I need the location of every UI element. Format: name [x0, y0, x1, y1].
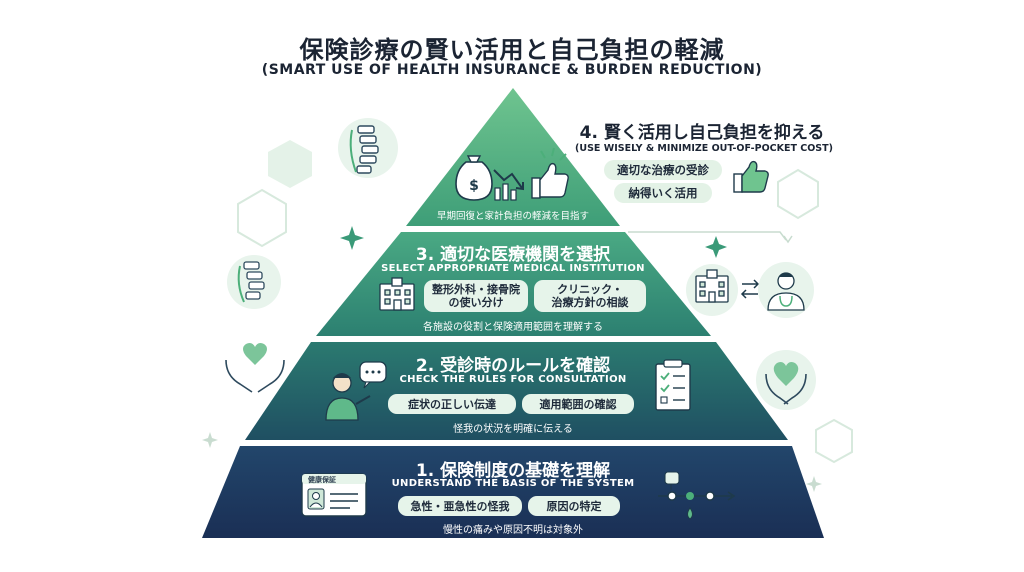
level-3-item-1: 整形外科・接骨院 の使い分け	[424, 280, 528, 312]
insurance-card-icon	[301, 473, 367, 517]
insurance-card-label: 健康保証	[308, 476, 336, 484]
spine-icon	[338, 118, 398, 178]
level-3-item-2-line-2: 治療方針の相談	[551, 296, 629, 309]
person-speaking-icon	[325, 361, 387, 421]
level-1-note: 慢性の痛みや原因不明は対象外	[443, 525, 583, 536]
level-2-title: 2. 受診時のルールを確認	[415, 356, 611, 376]
level-3-subtitle: SELECT APPROPRIATE MEDICAL INSTITUTION	[381, 263, 645, 274]
svg-text:$: $	[469, 178, 479, 194]
hospital-icon	[379, 277, 415, 311]
pyramid-level-4	[406, 88, 620, 226]
level-2-item-1: 症状の正しい伝達	[388, 394, 516, 414]
level-1-subtitle: UNDERSTAND THE BASIS OF THE SYSTEM	[391, 478, 635, 489]
level-4-subtitle: (USE WISELY & MINIMIZE OUT-OF-POCKET COS…	[575, 143, 833, 154]
heart-hands-icon	[225, 343, 285, 393]
checklist-icon	[655, 359, 691, 411]
level-2-note: 怪我の状況を明確に伝える	[453, 424, 573, 435]
level-1-item-1: 急性・亜急性の怪我	[398, 496, 522, 516]
level-1-title: 1. 保険制度の基礎を理解	[415, 461, 611, 481]
level-4-item-2: 納得いく活用	[614, 183, 712, 203]
level-3-title: 3. 適切な医療機関を選択	[415, 245, 611, 265]
timeline-icon	[658, 471, 736, 520]
level-3-item-1-line-2: の使い分け	[448, 296, 504, 309]
spine-icon	[227, 255, 281, 309]
page-title: 保険診療の賢い活用と自己負担の軽減	[299, 36, 725, 64]
thumbs-up-icon	[531, 147, 569, 199]
level-4-note: 早期回復と家計負担の軽減を目指す	[436, 211, 589, 222]
downtrend-arrow-icon	[493, 169, 524, 201]
level-1-item-2: 原因の特定	[528, 496, 620, 516]
thumbs-up-icon	[733, 160, 769, 193]
hexagon-icon	[237, 140, 853, 464]
level-3-item-2-line-1: クリニック・	[557, 283, 623, 296]
level-2-item-2: 適用範囲の確認	[522, 394, 634, 414]
doctor-icon	[758, 262, 814, 318]
level-3-note: 各施設の役割と保険適用範囲を理解する	[423, 322, 603, 333]
level-4-item-1: 適切な治療の受診	[604, 160, 722, 180]
exchange-arrows-icon	[740, 279, 760, 299]
money-bag-icon: $	[455, 155, 493, 201]
level-4-title: 4. 賢く活用し自己負担を抑える	[579, 123, 825, 143]
level-3-item-1-line-1: 整形外科・接骨院	[432, 283, 520, 296]
level-3-item-2: クリニック・ 治療方針の相談	[534, 280, 646, 312]
heart-hands-icon	[756, 350, 816, 410]
hospital-icon	[686, 264, 738, 316]
page-subtitle: (SMART USE OF HEALTH INSURANCE & BURDEN …	[261, 62, 763, 78]
level-2-subtitle: CHECK THE RULES FOR CONSULTATION	[399, 374, 627, 385]
